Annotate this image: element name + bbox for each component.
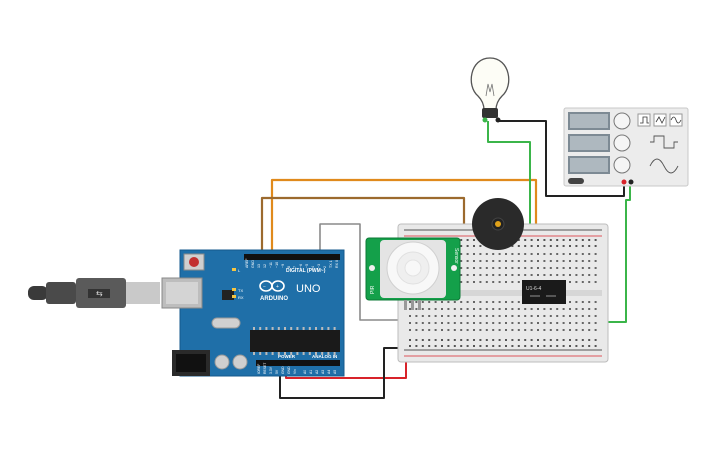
analog-header-label: ANALOG IN bbox=[312, 354, 337, 359]
analog-pin-label: A2 bbox=[315, 370, 319, 374]
digital-pin-label: ~10 bbox=[275, 262, 279, 268]
arduino-logo-text: ARDUINO bbox=[260, 296, 288, 302]
svg-text:−: − bbox=[263, 284, 266, 290]
digital-pin-label: 12 bbox=[263, 264, 267, 268]
analog-pin-label: A1 bbox=[309, 370, 313, 374]
analog-pin-label: A5 bbox=[333, 370, 337, 374]
light-bulb bbox=[470, 57, 510, 123]
power-pin-label: 3.3V bbox=[269, 366, 273, 374]
analog-pin-label: A4 bbox=[327, 370, 331, 374]
wires bbox=[260, 120, 631, 399]
svg-text:+: + bbox=[276, 284, 279, 290]
digital-pin-label: ~6 bbox=[299, 264, 303, 268]
pir-right-label: Sensor bbox=[453, 248, 459, 264]
digital-pin-label: TX 1 bbox=[329, 260, 333, 268]
led-l-label: L bbox=[238, 268, 241, 273]
power-pin-label: Vin bbox=[293, 369, 297, 374]
digital-pin-label: ~11 bbox=[269, 262, 273, 268]
power-pin-label: IOREF bbox=[257, 364, 261, 374]
pir-left-label: PIR bbox=[370, 285, 376, 294]
power-pin-label: GND bbox=[287, 366, 291, 374]
digital-pin-label: AREF bbox=[245, 258, 249, 268]
wire-lamp-green bbox=[487, 121, 531, 260]
power-pin-label: GND bbox=[281, 366, 285, 374]
wire-black bbox=[279, 347, 398, 399]
pir-sensor: PIR Sensor bbox=[365, 237, 461, 310]
wire-lamp-black bbox=[498, 120, 625, 197]
digital-pin-label: ~9 bbox=[281, 264, 285, 268]
wire-gray bbox=[319, 223, 404, 321]
arduino-logo-icon: − + bbox=[259, 280, 285, 292]
svg-text:⇆: ⇆ bbox=[96, 289, 103, 298]
analog-pin-label: A3 bbox=[321, 370, 325, 374]
power-header-label: POWER bbox=[278, 354, 296, 359]
digital-pin-label: ~5 bbox=[305, 264, 309, 268]
relay-label: U1-6-4 bbox=[526, 286, 542, 292]
led-tx-label: TX bbox=[238, 288, 243, 293]
digital-header-label: DIGITAL (PWM~) bbox=[286, 268, 326, 274]
piezo-buzzer bbox=[472, 198, 524, 250]
usb-cable: ⇆ bbox=[28, 278, 160, 308]
sine-wave-icon bbox=[670, 116, 682, 124]
square-wave-icon bbox=[640, 116, 649, 124]
digital-pin-label: 2 bbox=[323, 266, 327, 268]
digital-pin-label: ~3 bbox=[317, 264, 321, 268]
function-generator bbox=[563, 107, 689, 187]
digital-pin-label: 8 bbox=[287, 266, 291, 268]
power-pin-label: 5V bbox=[275, 369, 279, 374]
digital-pin-label: 4 bbox=[311, 266, 315, 268]
led-rx-label: RX bbox=[238, 295, 244, 300]
relay: U1-6-4 bbox=[522, 280, 566, 304]
digital-pin-label: 13 bbox=[257, 264, 261, 268]
microcontroller-legs bbox=[253, 327, 336, 355]
triangle-wave-icon bbox=[655, 116, 666, 124]
digital-pin-label: GND bbox=[251, 260, 255, 268]
digital-pin-label: 7 bbox=[293, 266, 297, 268]
arduino-model: UNO bbox=[296, 283, 321, 295]
power-pin-label: RESET bbox=[263, 363, 267, 374]
digital-pin-label: RX 0 bbox=[335, 260, 339, 268]
analog-pin-label: A0 bbox=[303, 370, 307, 374]
